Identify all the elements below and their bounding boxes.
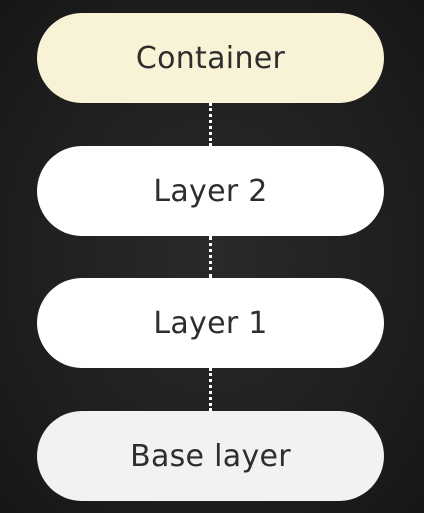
- connector-container-to-layer-2: [209, 103, 212, 146]
- layer-2-label: Layer 2: [153, 173, 268, 209]
- base-layer-label: Base layer: [130, 438, 291, 474]
- layer-2: Layer 2: [37, 146, 384, 236]
- layer-1: Layer 1: [37, 278, 384, 368]
- container-layer-label: Container: [135, 40, 286, 76]
- container-layer: Container: [37, 13, 384, 103]
- connector-layer-2-to-layer-1: [209, 236, 212, 278]
- connector-layer-1-to-base-layer: [209, 368, 212, 411]
- base-layer: Base layer: [37, 411, 384, 501]
- layer-1-label: Layer 1: [153, 305, 268, 341]
